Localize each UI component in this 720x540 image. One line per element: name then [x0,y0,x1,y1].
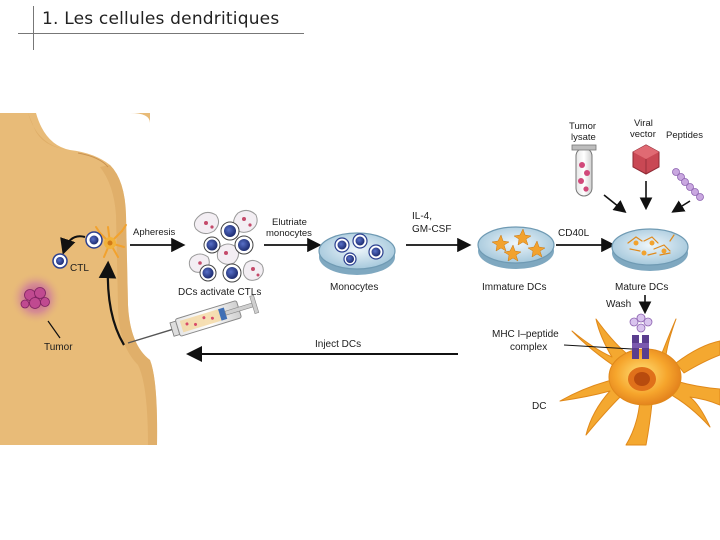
cd40l-label: CD40L [558,228,590,239]
dcs-activate-ctls-label: DCs activate CTLs [178,287,261,298]
syringe [127,294,260,344]
monocytes-dish [318,232,396,275]
apheresis-label: Apheresis [133,227,175,238]
dendritic-cell [559,318,720,446]
tumor [10,272,62,324]
title-marker-line [33,6,34,50]
tumor-lysate-label-1: Tumor [569,121,596,132]
ctl-to-tumor-arrow [60,235,86,255]
wash-label: Wash [606,299,631,310]
lysate-arrow [603,194,627,213]
ctl-cell [85,231,103,249]
gmcsf-label: GM-CSF [412,224,451,235]
elutriate-label-line1: Elutriate [272,217,307,228]
tumor-label: Tumor [44,342,73,353]
elutriate-label-line2: monocytes [266,228,312,239]
tumor-lysate-label-2: lysate [571,132,596,143]
immature-dcs-label: Immature DCs [482,282,546,293]
inject-dcs-label: Inject DCs [315,339,361,350]
mhc-label-line1: MHC I–peptide [492,329,559,340]
ctl-label: CTL [70,263,89,274]
slide-title: 1. Les cellules dendritiques [42,9,280,29]
peptides-label: Peptides [666,130,703,141]
viral-vector-icon [632,144,660,175]
blood-cell-cluster [188,209,264,283]
dc-label: DC [532,401,546,412]
mature-dcs-dish [611,228,689,271]
infusion-arrow [98,260,125,346]
tumor-lysate-tube [571,144,597,197]
peptides-arrow [671,200,691,213]
il4-label: IL-4, [412,211,432,222]
arm-dendritic-cell [95,224,127,258]
viral-vector-label-1: Viral [634,118,653,129]
mhc-label-line2: complex [510,342,547,353]
mhc-peptide-complex [629,313,653,359]
peptides-icon [672,168,704,201]
viral-vector-label-2: vector [630,129,656,140]
dendritic-cell-therapy-diagram: CTL Tumor Inject DCs Apheresis [0,113,720,446]
title-underline [18,33,304,34]
mhc-pointer-line [563,344,633,350]
human-body-figure [0,113,158,445]
mature-dcs-label: Mature DCs [615,282,668,293]
monocytes-label: Monocytes [330,282,378,293]
tumor-pointer-line [47,320,61,339]
immature-dcs-dish [477,226,555,269]
migrating-ctl-cell [52,253,68,269]
